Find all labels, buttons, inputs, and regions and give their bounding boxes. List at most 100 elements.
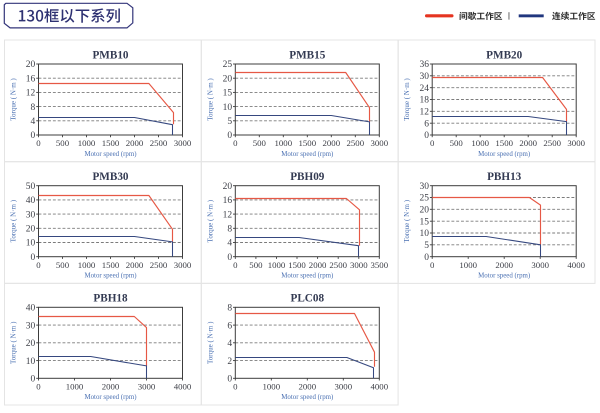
svg-text:4000: 4000 [371, 382, 389, 392]
svg-text:2500: 2500 [150, 138, 168, 148]
svg-text:20: 20 [26, 225, 36, 235]
svg-text:2000: 2000 [309, 260, 327, 270]
svg-text:5: 5 [424, 241, 429, 251]
svg-text:500: 500 [56, 260, 70, 270]
svg-text:PMB15: PMB15 [289, 49, 325, 61]
svg-text:40: 40 [26, 196, 36, 206]
svg-text:PBH13: PBH13 [487, 171, 522, 183]
svg-text:20: 20 [26, 339, 36, 349]
svg-text:2000: 2000 [323, 138, 341, 148]
svg-text:6: 6 [227, 321, 232, 331]
svg-text:15: 15 [420, 217, 430, 227]
svg-text:Motor speed (rpm): Motor speed (rpm) [281, 273, 333, 280]
svg-text:0: 0 [36, 260, 41, 270]
svg-text:2000: 2000 [519, 138, 537, 148]
svg-text:3000: 3000 [138, 382, 156, 392]
svg-text:30: 30 [420, 182, 430, 192]
svg-text:20: 20 [223, 74, 233, 84]
svg-text:0: 0 [430, 138, 435, 148]
svg-text:4000: 4000 [567, 260, 585, 270]
svg-text:0: 0 [424, 253, 429, 263]
svg-text:24: 24 [420, 84, 430, 94]
svg-text:Motor speed (rpm): Motor speed (rpm) [84, 151, 136, 158]
svg-text:2000: 2000 [299, 382, 317, 392]
svg-text:3000: 3000 [371, 138, 389, 148]
svg-text:0: 0 [233, 260, 238, 270]
svg-text:4: 4 [31, 117, 36, 127]
svg-text:0: 0 [430, 260, 435, 270]
svg-text:1500: 1500 [102, 260, 120, 270]
svg-text:25: 25 [420, 194, 430, 204]
svg-text:0: 0 [233, 138, 238, 148]
svg-text:0: 0 [227, 253, 232, 263]
svg-text:5: 5 [227, 117, 232, 127]
svg-text:2500: 2500 [543, 138, 561, 148]
svg-text:3000: 3000 [531, 260, 549, 270]
svg-text:30: 30 [26, 210, 36, 220]
svg-text:1000: 1000 [66, 382, 84, 392]
svg-text:500: 500 [249, 260, 263, 270]
svg-text:2000: 2000 [102, 382, 120, 392]
svg-text:10: 10 [26, 357, 36, 367]
svg-text:Motor speed (rpm): Motor speed (rpm) [84, 273, 136, 280]
svg-text:10: 10 [26, 239, 36, 249]
svg-text:30: 30 [26, 321, 36, 331]
svg-text:PMB10: PMB10 [92, 49, 128, 61]
svg-text:0: 0 [227, 131, 232, 141]
svg-text:36: 36 [420, 60, 430, 70]
svg-text:PMB20: PMB20 [486, 49, 522, 61]
svg-text:0: 0 [227, 375, 232, 385]
svg-text:0: 0 [36, 382, 41, 392]
svg-text:0: 0 [233, 382, 238, 392]
svg-text:6: 6 [424, 119, 429, 129]
svg-text:0: 0 [424, 131, 429, 141]
svg-text:Torque ( N·m ): Torque ( N·m ) [10, 199, 18, 242]
svg-text:Motor speed (rpm): Motor speed (rpm) [478, 273, 530, 280]
svg-text:Motor speed (rpm): Motor speed (rpm) [281, 394, 333, 401]
svg-text:1000: 1000 [268, 260, 286, 270]
svg-text:2000: 2000 [126, 260, 144, 270]
svg-text:20: 20 [26, 60, 36, 70]
svg-text:Torque ( N·m ): Torque ( N·m ) [403, 199, 411, 242]
svg-text:1000: 1000 [471, 138, 489, 148]
svg-text:20: 20 [420, 206, 430, 216]
svg-text:1500: 1500 [299, 138, 317, 148]
svg-text:Torque ( N·m ): Torque ( N·m ) [206, 199, 214, 242]
svg-text:2500: 2500 [329, 260, 347, 270]
svg-text:1000: 1000 [459, 260, 477, 270]
svg-text:10: 10 [223, 103, 233, 113]
svg-text:Torque ( N·m ): Torque ( N·m ) [206, 321, 214, 364]
svg-text:3000: 3000 [567, 138, 585, 148]
svg-text:Motor speed (rpm): Motor speed (rpm) [478, 151, 530, 158]
svg-text:Motor speed (rpm): Motor speed (rpm) [281, 151, 333, 158]
svg-text:2000: 2000 [126, 138, 144, 148]
svg-text:40: 40 [26, 304, 36, 314]
svg-text:PBH18: PBH18 [93, 293, 128, 305]
svg-text:0: 0 [31, 131, 36, 141]
svg-text:3500: 3500 [371, 260, 389, 270]
svg-text:2000: 2000 [495, 260, 513, 270]
svg-text:1500: 1500 [288, 260, 306, 270]
svg-text:20: 20 [223, 182, 233, 192]
svg-text:15: 15 [223, 89, 233, 99]
svg-text:Torque ( N·m ): Torque ( N·m ) [403, 78, 411, 121]
svg-text:2500: 2500 [347, 138, 365, 148]
svg-text:30: 30 [420, 72, 430, 82]
svg-text:12: 12 [26, 89, 36, 99]
svg-text:0: 0 [31, 253, 36, 263]
svg-text:50: 50 [26, 182, 36, 192]
svg-text:25: 25 [223, 60, 233, 70]
svg-text:1500: 1500 [495, 138, 513, 148]
svg-text:PMB30: PMB30 [92, 171, 128, 183]
svg-text:4: 4 [227, 339, 232, 349]
svg-text:4: 4 [227, 239, 232, 249]
svg-text:500: 500 [56, 138, 70, 148]
svg-text:8: 8 [31, 103, 36, 113]
svg-text:2: 2 [227, 357, 232, 367]
svg-text:1000: 1000 [78, 138, 96, 148]
svg-text:1500: 1500 [102, 138, 120, 148]
svg-text:Motor speed (rpm): Motor speed (rpm) [84, 394, 136, 401]
svg-text:500: 500 [450, 138, 464, 148]
svg-text:12: 12 [223, 210, 233, 220]
svg-text:1000: 1000 [263, 382, 281, 392]
